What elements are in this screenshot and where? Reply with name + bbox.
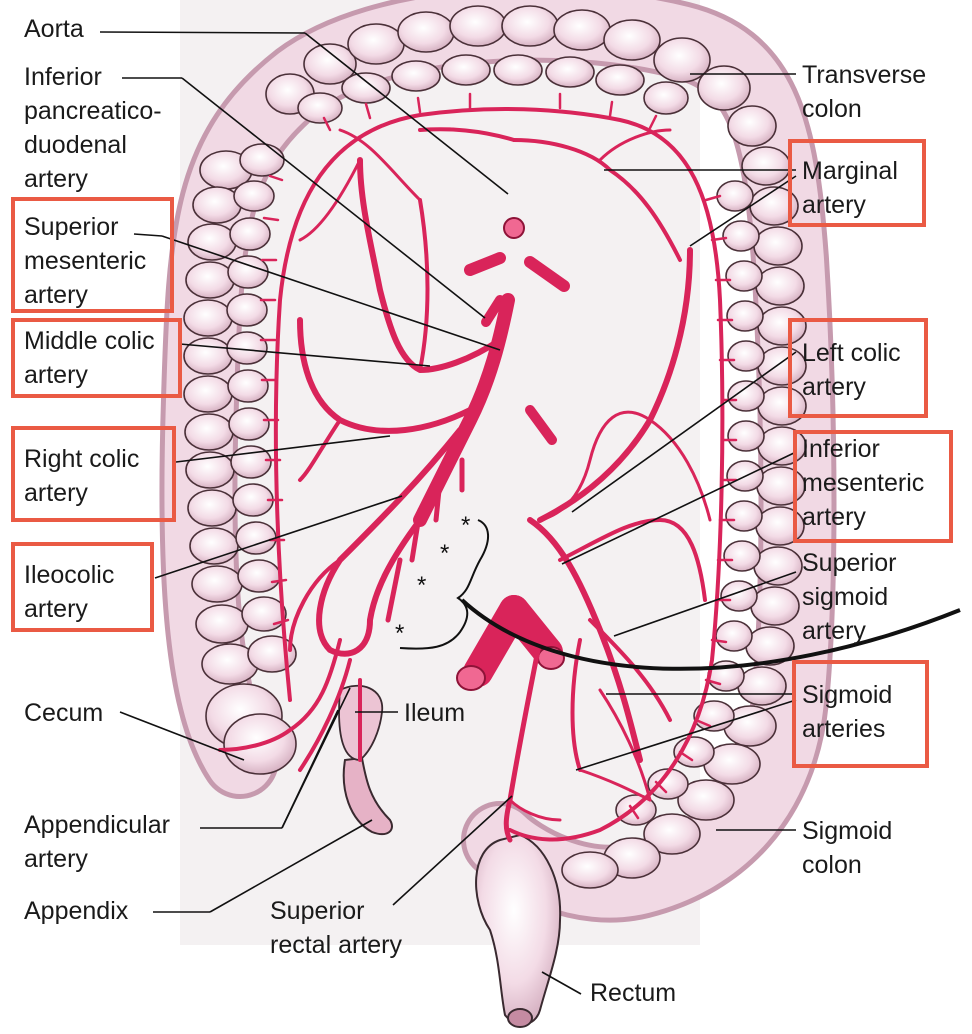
label-superior-rectal-artery: Superior rectal artery xyxy=(270,894,402,962)
label-transverse-colon: Transverse colon xyxy=(802,58,926,126)
label-appendix: Appendix xyxy=(24,894,128,928)
label-ileum: Ileum xyxy=(404,696,465,730)
highlight-box-sigmoid-arteries xyxy=(792,660,929,768)
label-aorta: Aorta xyxy=(24,12,84,46)
asterisk-1: * xyxy=(461,512,470,540)
label-sigmoid-colon: Sigmoid colon xyxy=(802,814,892,882)
highlight-box-left-colic xyxy=(788,318,928,418)
highlight-box-marginal xyxy=(788,139,926,227)
highlight-box-ileocolic xyxy=(11,542,154,632)
label-superior-sigmoid-artery: Superior sigmoid artery xyxy=(802,546,897,648)
highlight-box-inferior-mesenteric xyxy=(793,430,953,543)
highlight-box-middle-colic xyxy=(11,318,182,398)
label-rectum: Rectum xyxy=(590,976,676,1010)
label-appendicular-artery: Appendicular artery xyxy=(24,808,170,876)
label-inferior-pancreaticoduodenal-artery: Inferior pancreatico- duodenal artery xyxy=(24,60,162,196)
rectum-shape xyxy=(476,835,560,1024)
highlight-box-superior-mesenteric xyxy=(11,197,174,313)
asterisk-2: * xyxy=(440,540,449,568)
asterisk-4: * xyxy=(395,620,404,648)
rectum-opening xyxy=(508,1009,532,1027)
label-cecum: Cecum xyxy=(24,696,103,730)
highlight-box-right-colic xyxy=(11,426,176,522)
asterisk-3: * xyxy=(417,572,426,600)
